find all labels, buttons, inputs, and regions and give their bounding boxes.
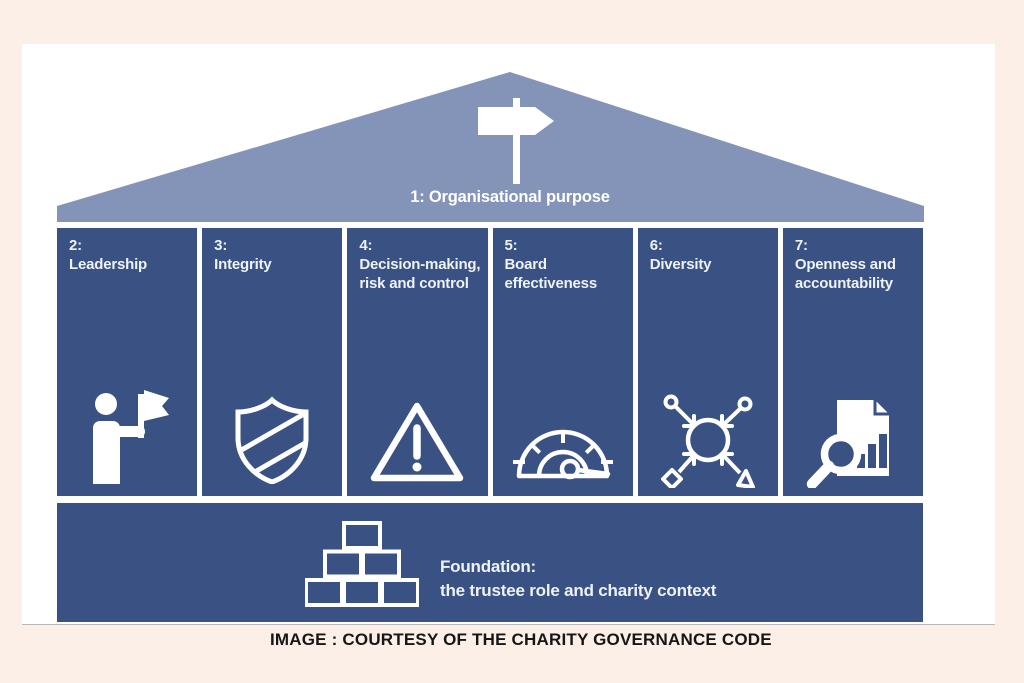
signpost-icon [478, 98, 554, 184]
pillar-label: 5: Board effectiveness [504, 237, 598, 292]
pillar-integrity: 3: Integrity [202, 228, 343, 496]
pillar-diversity: 6: Diversity [637, 228, 778, 496]
warning-triangle-icon [371, 402, 464, 482]
pillar-row: 2: Leadership 3: Integrity [57, 228, 924, 496]
shield-icon [235, 396, 309, 484]
pillar-board-effectiveness: 5: Board effectiveness [492, 228, 633, 496]
bricks-icon [305, 521, 419, 607]
magnifier-report-icon [806, 400, 889, 488]
roof-shape [57, 72, 924, 222]
diversity-arrows-icon [660, 394, 755, 488]
person-flag-icon [93, 390, 170, 484]
foundation-bar: Foundation: the trustee role and charity… [57, 503, 923, 622]
pillar-leadership: 2: Leadership [57, 228, 198, 496]
pillar-label: 4: Decision-making, risk and control [359, 237, 481, 292]
foundation-label: Foundation: the trustee role and charity… [440, 557, 717, 600]
pillar-label: 7: Openness and accountability [794, 237, 896, 292]
pillar-label: 6: Diversity [649, 237, 712, 273]
pillar-label: 3: Integrity [214, 237, 272, 273]
image-credit-caption: IMAGE : COURTESY OF THE CHARITY GOVERNAN… [270, 630, 772, 649]
pillar-label: 2: Leadership [69, 237, 148, 273]
pillar-openness-accountability: 7: Openness and accountability [782, 228, 924, 496]
pillar-decision-making: 4: Decision-making, risk and control [347, 228, 488, 496]
roof-label: 1: Organisational purpose [410, 188, 610, 206]
gauge-icon [512, 429, 613, 480]
